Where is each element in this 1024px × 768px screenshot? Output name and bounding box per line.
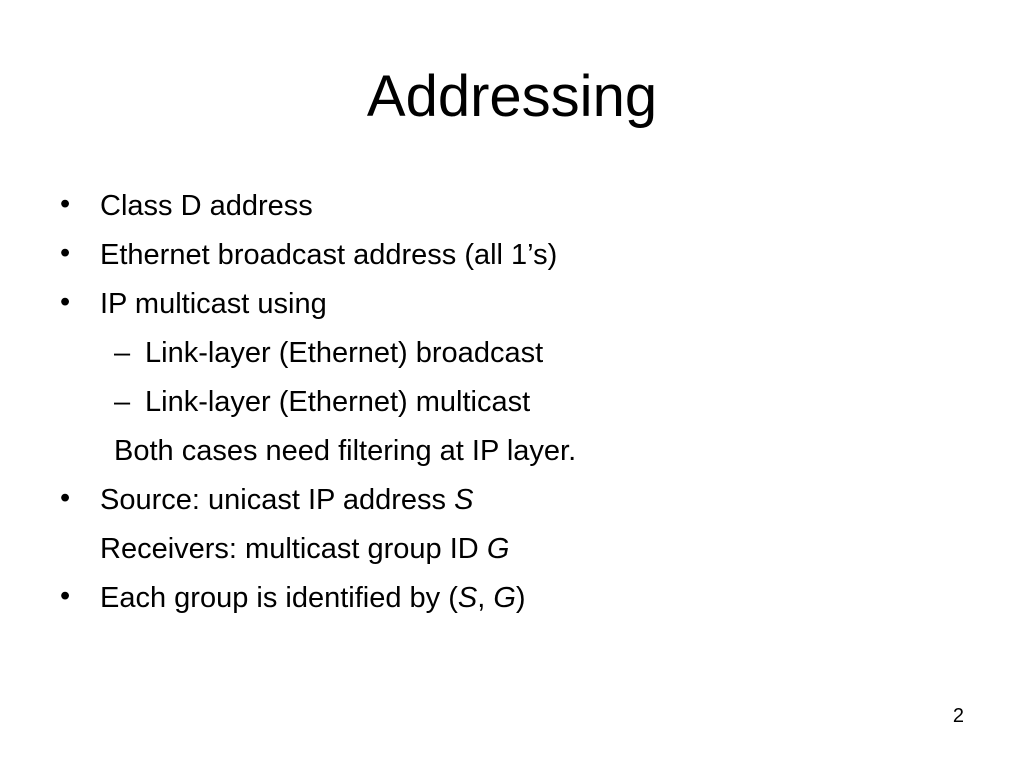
bullet-marker: • xyxy=(60,188,71,220)
bullet-class-d-address: Class D address xyxy=(100,190,313,222)
bullet-ethernet-broadcast: Ethernet broadcast address (all 1’s) xyxy=(100,239,558,271)
receivers-line: Receivers: multicast group ID G xyxy=(100,531,509,567)
bullet-source: Source: unicast IP address S xyxy=(100,482,473,518)
source-variable: S xyxy=(454,484,474,516)
bullet-marker: • xyxy=(60,482,71,514)
slide-title: Addressing xyxy=(366,64,658,129)
subitem-link-layer-multicast: Link-layer (Ethernet) multicast xyxy=(145,386,531,418)
page-number: 2 xyxy=(952,705,964,727)
dash-marker: – xyxy=(114,337,131,369)
bullet-marker: • xyxy=(60,237,71,269)
dash-marker: – xyxy=(114,386,131,418)
source-text: Source: unicast IP address xyxy=(100,484,455,516)
bullet-marker: • xyxy=(60,286,71,318)
closing-paren: ) xyxy=(515,582,526,614)
bullet-marker: • xyxy=(60,580,71,612)
group-variable: G xyxy=(493,582,516,614)
group-variable: G xyxy=(486,533,510,565)
separator: , xyxy=(477,582,494,614)
bullet-group-identification: Each group is identified by (S, G) xyxy=(100,580,526,616)
group-text: Each group is identified by ( xyxy=(100,582,458,614)
bullet-ip-multicast: IP multicast using xyxy=(100,288,327,320)
source-variable: S xyxy=(457,582,478,614)
subitem-link-layer-broadcast: Link-layer (Ethernet) broadcast xyxy=(145,337,544,369)
receivers-text: Receivers: multicast group ID xyxy=(100,533,487,565)
filtering-note: Both cases need filtering at IP layer. xyxy=(114,435,577,467)
